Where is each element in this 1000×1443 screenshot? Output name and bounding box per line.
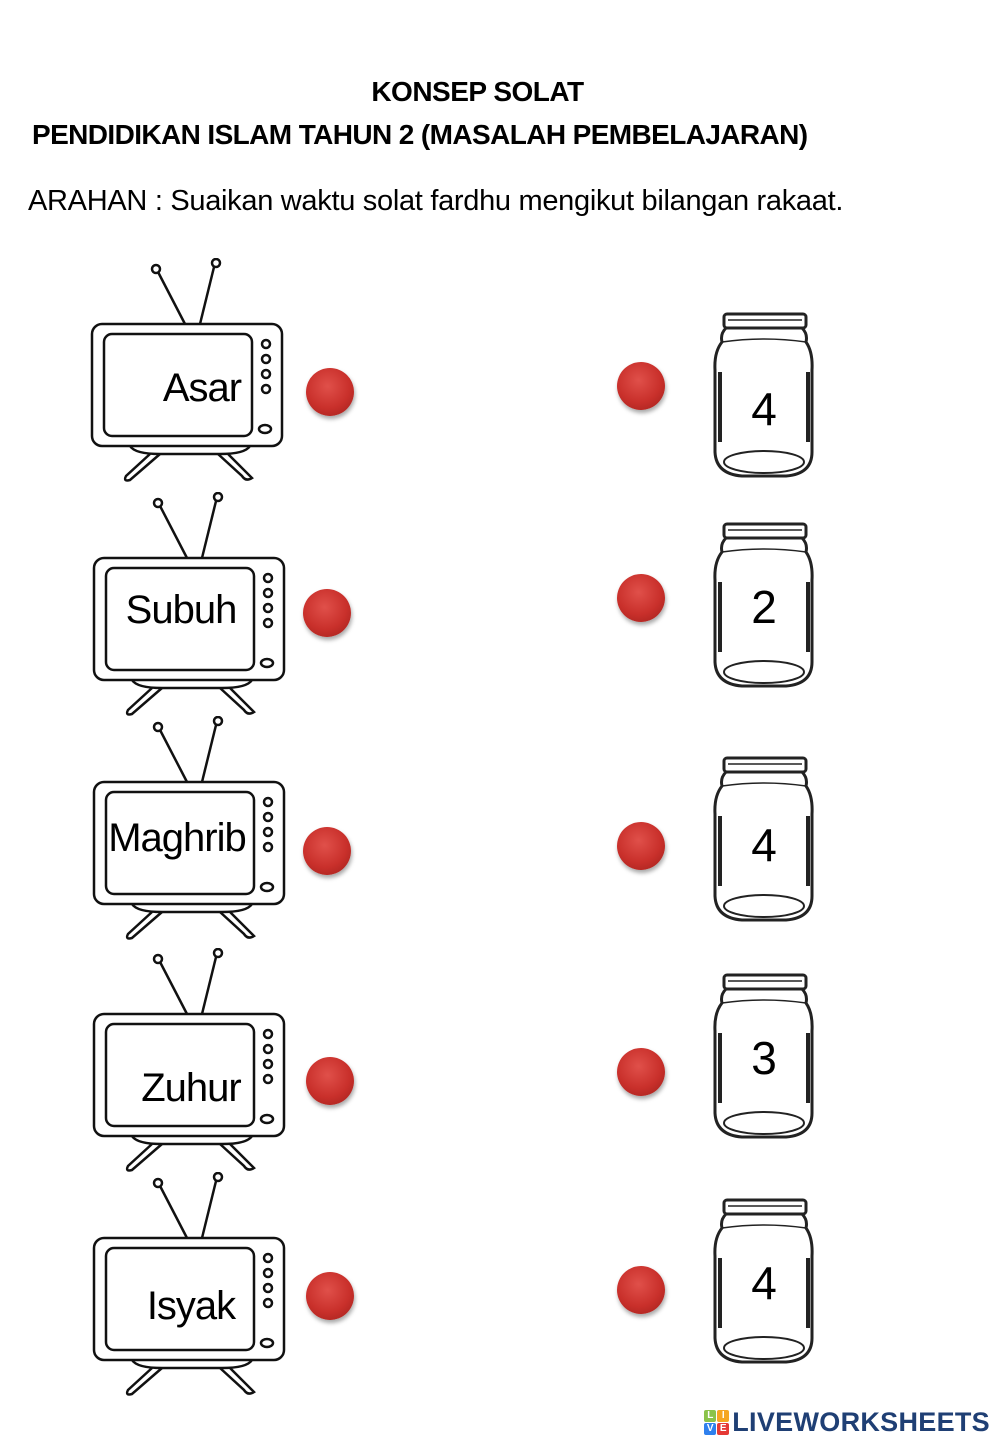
liveworksheets-brand: L I V E LIVEWORKSHEETS [704,1405,990,1439]
liveworksheets-logo-icon: L I V E [704,1409,730,1435]
prayer-label: Zuhur [141,1066,242,1110]
instruction-text: ARAHAN : Suaikan waktu solat fardhu meng… [28,185,844,217]
tv-item-isyak: Isyak [92,1172,292,1402]
tv-item-maghrib: Maghrib [92,716,292,946]
logo-letter: I [717,1409,730,1422]
right-connector-dot-3[interactable] [617,822,665,870]
tv-item-subuh: Subuh [92,492,292,722]
rakaat-count: 2 [751,581,777,633]
logo-letter: L [704,1409,717,1422]
rakaat-count: 4 [751,1257,777,1309]
right-connector-dot-1[interactable] [617,362,665,410]
brand-name: LIVEWORKSHEETS [732,1406,990,1437]
page-subtitle: PENDIDIKAN ISLAM TAHUN 2 (MASALAH PEMBEL… [32,119,808,150]
jar-item-4: 3 [712,973,816,1143]
rakaat-count: 3 [751,1032,777,1084]
left-connector-dot-isyak[interactable] [306,1272,354,1320]
jar-item-1: 4 [712,312,816,482]
left-connector-dot-maghrib[interactable] [303,827,351,875]
prayer-label: Isyak [146,1284,236,1328]
left-connector-dot-subuh[interactable] [303,589,351,637]
page-title: KONSEP SOLAT [371,76,584,107]
jar-item-5: 4 [712,1198,816,1368]
logo-letter: E [717,1422,730,1435]
rakaat-count: 4 [751,819,777,871]
right-connector-dot-2[interactable] [617,574,665,622]
prayer-label: Subuh [125,588,238,632]
tv-item-asar: Asar [90,258,290,488]
jar-item-2: 2 [712,522,816,692]
tv-item-zuhur: Zuhur [92,948,292,1178]
jar-item-3: 4 [712,756,816,926]
right-connector-dot-5[interactable] [617,1266,665,1314]
prayer-label: Asar [162,366,242,410]
logo-letter: V [704,1422,717,1435]
left-connector-dot-asar[interactable] [306,368,354,416]
right-connector-dot-4[interactable] [617,1048,665,1096]
prayer-label: Maghrib [108,816,247,860]
rakaat-count: 4 [751,383,777,435]
left-connector-dot-zuhur[interactable] [306,1057,354,1105]
